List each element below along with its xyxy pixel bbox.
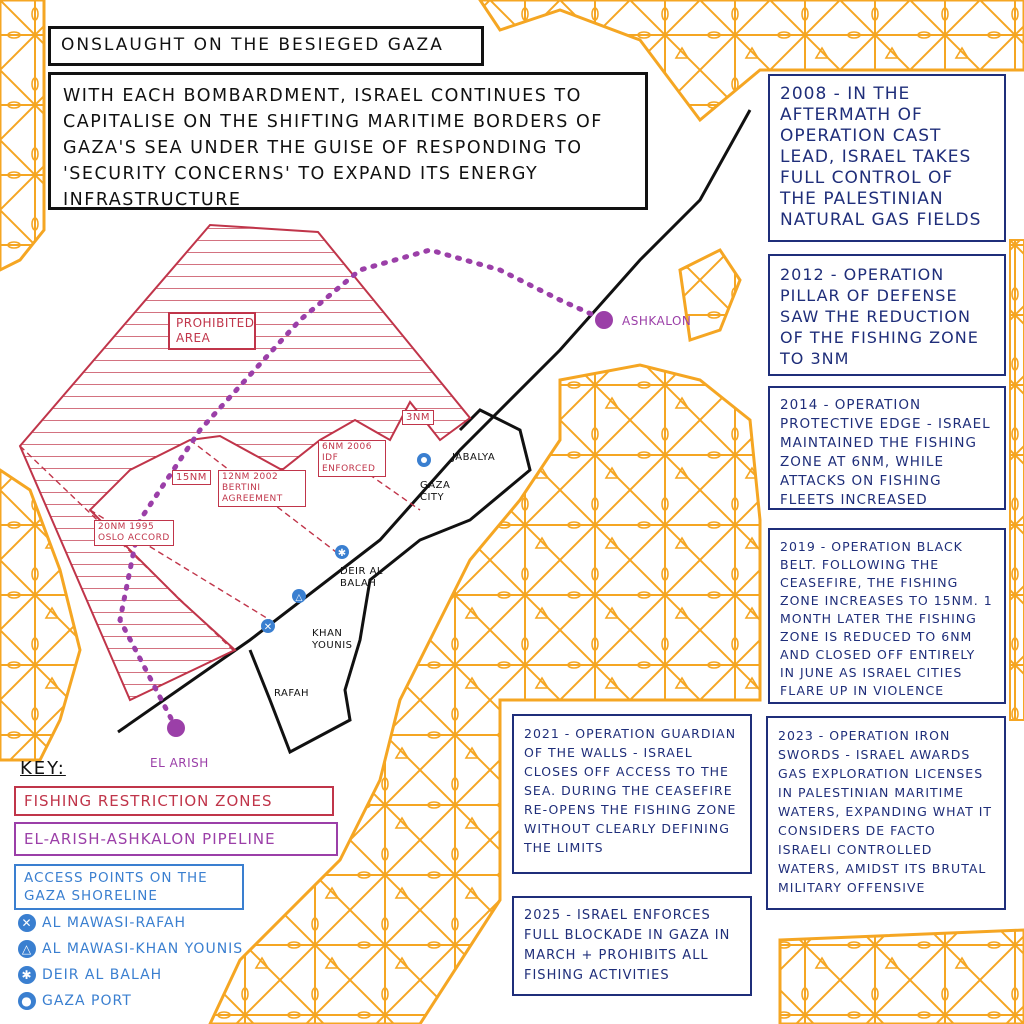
key-fishing-zones: FISHING RESTRICTION ZONES — [14, 786, 334, 816]
zone-3nm-label: 3NM — [402, 410, 434, 425]
el-arish-marker — [167, 719, 185, 737]
timeline-2025: 2025 - ISRAEL ENFORCES FULL BLOCKADE IN … — [512, 896, 752, 996]
timeline-2008: 2008 - IN THE AFTERMATH OF OPERATION CAS… — [768, 74, 1006, 242]
access-point-khan-younis — [292, 589, 306, 603]
gaza-strip-outline — [248, 408, 532, 755]
rafah-label: RAFAH — [274, 688, 310, 699]
khan-younis-label: KHAN YOUNIS — [312, 628, 353, 651]
key-access-points: ACCESS POINTS ON THE GAZA SHORELINE — [14, 864, 244, 910]
ashkalon-label: ASHKALON — [622, 314, 692, 328]
jabalya-label: JABALYA — [452, 452, 496, 463]
deir-al-balah-label: DEIR AL BALAH — [340, 566, 384, 589]
key-item-gaza-port: ● GAZA PORT — [18, 992, 132, 1010]
timeline-2014: 2014 - OPERATION PROTECTIVE EDGE - ISRAE… — [768, 386, 1006, 510]
gaza-city-label: GAZA CITY — [420, 480, 451, 503]
key-item-label: GAZA PORT — [42, 993, 132, 1009]
access-point-deir-al-balah — [335, 545, 349, 559]
cross-icon: ✕ — [18, 914, 36, 932]
zone-6nm-label: 6NM 2006 IDF ENFORCED — [318, 440, 386, 477]
key-item-label: DEIR AL BALAH — [42, 967, 163, 983]
el-arish-label: EL ARISH — [150, 756, 209, 770]
timeline-2023: 2023 - OPERATION IRON SWORDS - ISRAEL AW… — [766, 716, 1006, 910]
svg-text:✱: ✱ — [338, 548, 346, 559]
key-pipeline: EL-ARISH-ASHKALON PIPELINE — [14, 822, 338, 856]
zone-20nm-label: 20NM 1995 OSLO ACCORD — [94, 520, 174, 546]
pipeline-route — [117, 247, 603, 731]
intro-text: WITH EACH BOMBARDMENT, ISRAEL CONTINUES … — [48, 72, 648, 210]
timeline-2021: 2021 - OPERATION GUARDIAN OF THE WALLS -… — [512, 714, 752, 874]
ashkalon-marker — [595, 311, 613, 329]
prohibited-area-label: PROHIBITED AREA — [168, 312, 256, 350]
access-point-rafah — [261, 619, 275, 633]
fishing-zones — [18, 223, 472, 702]
key-item-rafah: ✕ AL MAWASI-RAFAH — [18, 914, 186, 932]
svg-text:✕: ✕ — [264, 622, 272, 633]
timeline-2019: 2019 - OPERATION BLACK BELT. FOLLOWING T… — [768, 528, 1006, 704]
key-item-label: AL MAWASI-KHAN YOUNIS — [42, 941, 244, 957]
key-item-khan-younis: △ AL MAWASI-KHAN YOUNIS — [18, 940, 243, 958]
key-item-label: AL MAWASI-RAFAH — [42, 915, 187, 931]
triangle-icon: △ — [18, 940, 36, 958]
page-title: ONSLAUGHT ON THE BESIEGED GAZA — [48, 26, 484, 66]
zone-12nm-label: 12NM 2002 BERTINI AGREEMENT — [218, 470, 306, 507]
dot-icon: ● — [18, 992, 36, 1010]
zone-15nm-label: 15NM — [172, 470, 211, 485]
svg-text:△: △ — [296, 593, 303, 603]
timeline-2012: 2012 - OPERATION PILLAR OF DEFENSE SAW T… — [768, 254, 1006, 376]
key-title: KEY: — [20, 758, 66, 779]
asterisk-icon: ✱ — [18, 966, 36, 984]
key-item-deir-al-balah: ✱ DEIR AL BALAH — [18, 966, 162, 984]
